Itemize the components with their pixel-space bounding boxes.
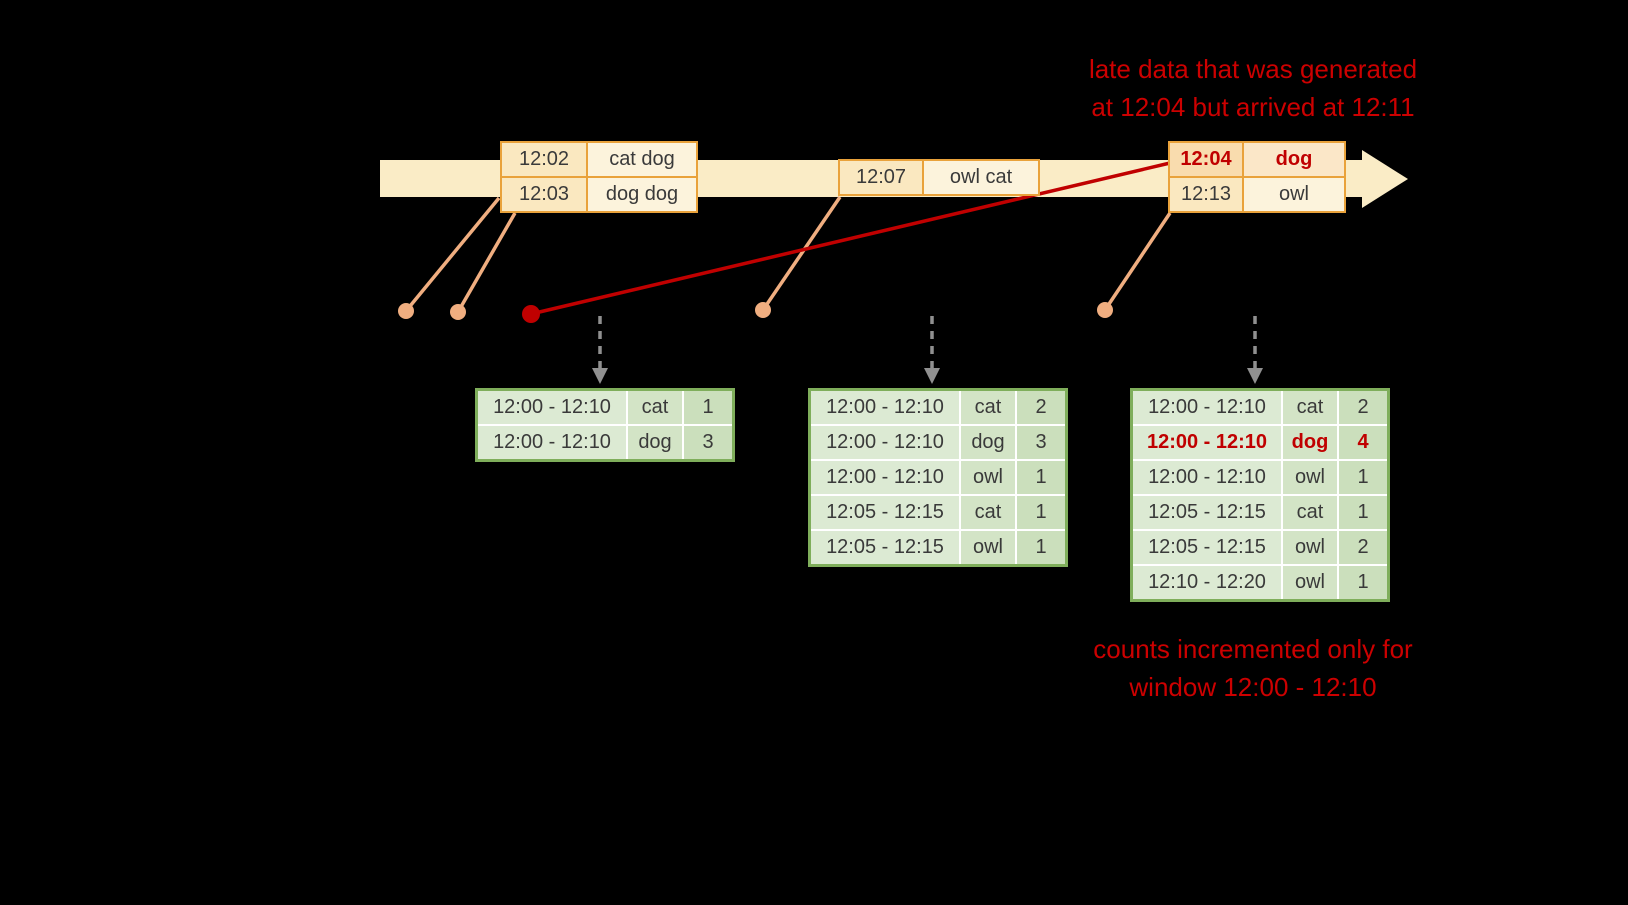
result-row: 12:05 - 12:15 owl 1 <box>808 529 1068 567</box>
result-count: 2 <box>1337 529 1390 566</box>
event-words: dog <box>1242 141 1346 178</box>
result-count: 1 <box>1337 459 1390 496</box>
connector-line <box>456 212 517 313</box>
result-window: 12:00 - 12:10 <box>808 459 961 496</box>
result-window: 12:05 - 12:15 <box>1130 529 1283 566</box>
result-count: 3 <box>1015 424 1068 461</box>
result-count: 2 <box>1337 388 1390 426</box>
connector-line <box>1103 212 1172 311</box>
result-word: owl <box>959 529 1017 567</box>
result-table-1: 12:00 - 12:10 cat 1 12:00 - 12:10 dog 3 <box>475 388 735 462</box>
event-table-1: 12:02 cat dog 12:03 dog dog <box>500 141 698 213</box>
event-time: 12:07 <box>838 159 924 196</box>
result-word: cat <box>1281 494 1339 531</box>
event-table-2: 12:07 owl cat <box>838 159 1040 196</box>
trigger-arrowhead <box>1247 368 1263 384</box>
event-dot <box>1097 302 1113 318</box>
result-window: 12:05 - 12:15 <box>1130 494 1283 531</box>
connector-line <box>404 196 501 313</box>
result-word: owl <box>959 459 1017 496</box>
counts-annotation-line1: counts incremented only for <box>1093 634 1413 664</box>
result-row: 12:00 - 12:10 owl 1 <box>808 459 1068 496</box>
counts-annotation-line2: window 12:00 - 12:10 <box>1129 672 1377 702</box>
event-connector-lines <box>404 196 1172 313</box>
result-row: 12:10 - 12:20 owl 1 <box>1130 564 1390 602</box>
result-window: 12:00 - 12:10 <box>475 388 628 426</box>
result-row: 12:05 - 12:15 cat 1 <box>1130 494 1390 531</box>
late-data-dot <box>522 305 540 323</box>
result-count: 3 <box>682 424 735 462</box>
event-time: 12:04 <box>1168 141 1244 178</box>
timeline-arrowhead <box>1362 150 1408 208</box>
result-count: 1 <box>1015 494 1068 531</box>
event-table-3: 12:04 dog 12:13 owl <box>1168 141 1346 213</box>
result-window: 12:00 - 12:10 <box>1130 388 1283 426</box>
event-dot <box>398 303 414 319</box>
event-row-late: 12:04 dog <box>1168 141 1346 178</box>
result-window: 12:00 - 12:10 <box>808 424 961 461</box>
event-time: 12:03 <box>500 176 588 213</box>
event-row: 12:13 owl <box>1168 176 1346 213</box>
result-count: 1 <box>682 388 735 426</box>
late-data-annotation-line1: late data that was generated <box>1088 54 1418 84</box>
result-table-2: 12:00 - 12:10 cat 2 12:00 - 12:10 dog 3 … <box>808 388 1068 567</box>
event-words: owl cat <box>922 159 1040 196</box>
trigger-arrowheads <box>592 368 1263 384</box>
event-words: dog dog <box>586 176 698 213</box>
result-count: 4 <box>1337 424 1390 461</box>
trigger-arrow-lines <box>598 316 1257 368</box>
result-window: 12:00 - 12:10 <box>1130 424 1283 461</box>
result-word: cat <box>1281 388 1339 426</box>
event-row: 12:03 dog dog <box>500 176 698 213</box>
trigger-arrowhead <box>924 368 940 384</box>
late-data-line <box>530 161 1171 316</box>
result-row: 12:00 - 12:10 cat 2 <box>1130 388 1390 426</box>
counts-annotation: counts incremented only for window 12:00… <box>1023 630 1483 706</box>
result-count: 1 <box>1015 529 1068 567</box>
result-window: 12:10 - 12:20 <box>1130 564 1283 602</box>
event-words: cat dog <box>586 141 698 178</box>
result-word: dog <box>626 424 684 462</box>
result-word: dog <box>1281 424 1339 461</box>
result-window: 12:00 - 12:10 <box>475 424 628 462</box>
event-time: 12:13 <box>1168 176 1244 213</box>
event-row: 12:02 cat dog <box>500 141 698 178</box>
event-time: 12:02 <box>500 141 588 178</box>
event-words: owl <box>1242 176 1346 213</box>
result-row: 12:00 - 12:10 cat 1 <box>475 388 735 426</box>
result-row: 12:05 - 12:15 owl 2 <box>1130 529 1390 566</box>
result-count: 2 <box>1015 388 1068 426</box>
result-word: owl <box>1281 459 1339 496</box>
connector-line <box>761 196 842 311</box>
trigger-arrowhead <box>592 368 608 384</box>
late-data-annotation-line2: at 12:04 but arrived at 12:11 <box>1091 92 1415 122</box>
result-window: 12:05 - 12:15 <box>808 494 961 531</box>
event-dots <box>398 302 1113 320</box>
result-table-3: 12:00 - 12:10 cat 2 12:00 - 12:10 dog 4 … <box>1130 388 1390 602</box>
result-window: 12:00 - 12:10 <box>1130 459 1283 496</box>
result-word: cat <box>959 494 1017 531</box>
result-word: owl <box>1281 529 1339 566</box>
result-word: dog <box>959 424 1017 461</box>
result-row: 12:00 - 12:10 cat 2 <box>808 388 1068 426</box>
result-count: 1 <box>1337 494 1390 531</box>
result-count: 1 <box>1337 564 1390 602</box>
result-row-late: 12:00 - 12:10 dog 4 <box>1130 424 1390 461</box>
result-row: 12:00 - 12:10 owl 1 <box>1130 459 1390 496</box>
result-word: cat <box>959 388 1017 426</box>
result-word: owl <box>1281 564 1339 602</box>
result-row: 12:00 - 12:10 dog 3 <box>808 424 1068 461</box>
result-window: 12:00 - 12:10 <box>808 388 961 426</box>
result-row: 12:00 - 12:10 dog 3 <box>475 424 735 462</box>
result-window: 12:05 - 12:15 <box>808 529 961 567</box>
event-dot <box>755 302 771 318</box>
event-row: 12:07 owl cat <box>838 159 1040 196</box>
late-data-annotation: late data that was generated at 12:04 bu… <box>1023 50 1483 126</box>
result-count: 1 <box>1015 459 1068 496</box>
result-row: 12:05 - 12:15 cat 1 <box>808 494 1068 531</box>
event-dot <box>450 304 466 320</box>
result-word: cat <box>626 388 684 426</box>
